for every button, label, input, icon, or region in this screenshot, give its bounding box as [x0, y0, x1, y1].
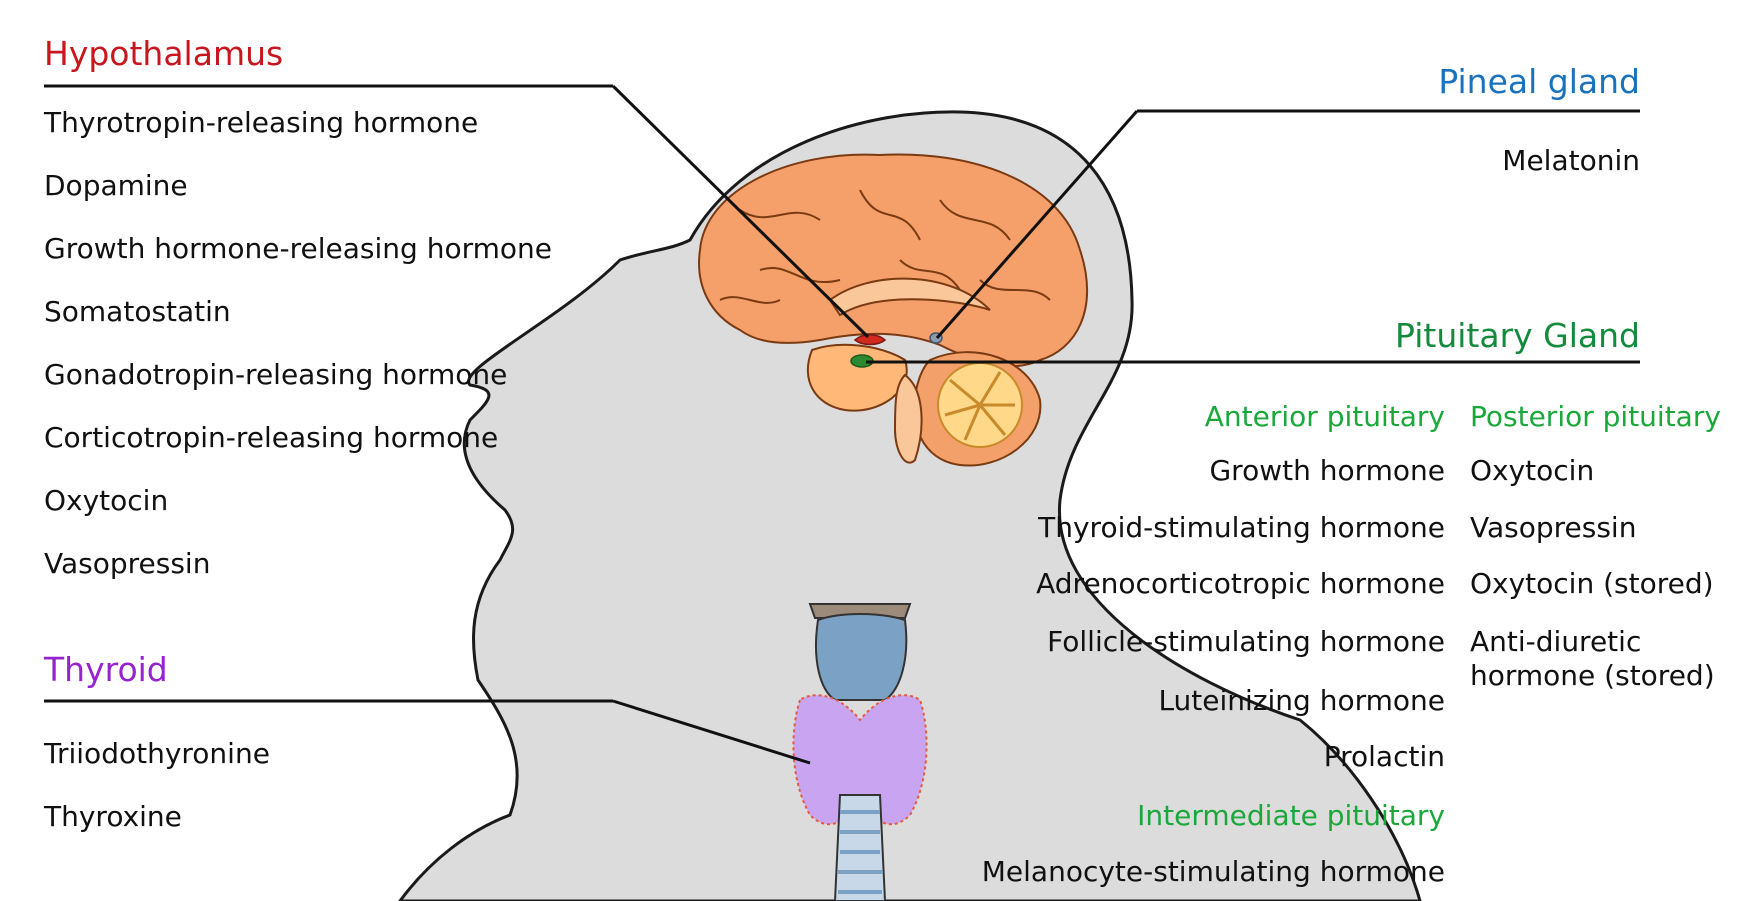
anterior-pituitary-title: Anterior pituitary	[1205, 400, 1445, 434]
posterior-hormone: Oxytocin (stored)	[1470, 567, 1714, 601]
anterior-hormone: Prolactin	[1324, 740, 1445, 774]
anterior-hormone: Luteinizing hormone	[1158, 684, 1445, 718]
anterior-hormone: Thyroid-stimulating hormone	[1038, 511, 1445, 545]
posterior-hormone: Anti-diuretic	[1470, 625, 1641, 659]
posterior-hormone: hormone (stored)	[1470, 659, 1715, 693]
thyroid-hormone: Triiodothyronine	[44, 737, 270, 771]
intermediate-pituitary-title: Intermediate pituitary	[1137, 799, 1445, 833]
posterior-hormone: Vasopressin	[1470, 511, 1636, 545]
hypothalamus-hormone: Oxytocin	[44, 484, 168, 518]
anterior-hormone: Follicle-stimulating hormone	[1047, 625, 1445, 659]
hypothalamus-hormone: Vasopressin	[44, 547, 210, 581]
intermediate-hormone: Melanocyte-stimulating hormone	[982, 855, 1445, 889]
pituitary-title: Pituitary Gland	[1395, 316, 1640, 356]
thyroid-cartilage	[816, 614, 906, 700]
hypothalamus-title: Hypothalamus	[44, 34, 283, 74]
thyroid-title: Thyroid	[44, 650, 168, 690]
pineal-hormone: Melatonin	[1502, 144, 1640, 178]
anterior-hormone: Growth hormone	[1209, 454, 1445, 488]
hypothalamus-hormone: Corticotropin-releasing hormone	[44, 421, 498, 455]
pineal-title: Pineal gland	[1438, 62, 1640, 102]
brain	[699, 154, 1087, 366]
hypothalamus-hormone: Thyrotropin-releasing hormone	[44, 106, 478, 140]
anterior-hormone: Adrenocorticotropic hormone	[1036, 567, 1445, 601]
hypothalamus-marker	[855, 335, 885, 345]
posterior-pituitary-title: Posterior pituitary	[1470, 400, 1721, 434]
hypothalamus-hormone: Somatostatin	[44, 295, 231, 329]
hypothalamus-hormone: Growth hormone-releasing hormone	[44, 232, 552, 266]
posterior-hormone: Oxytocin	[1470, 454, 1594, 488]
thyroid-hormone: Thyroxine	[44, 800, 182, 834]
hypothalamus-hormone: Dopamine	[44, 169, 188, 203]
hypothalamus-hormone: Gonadotropin-releasing hormone	[44, 358, 507, 392]
